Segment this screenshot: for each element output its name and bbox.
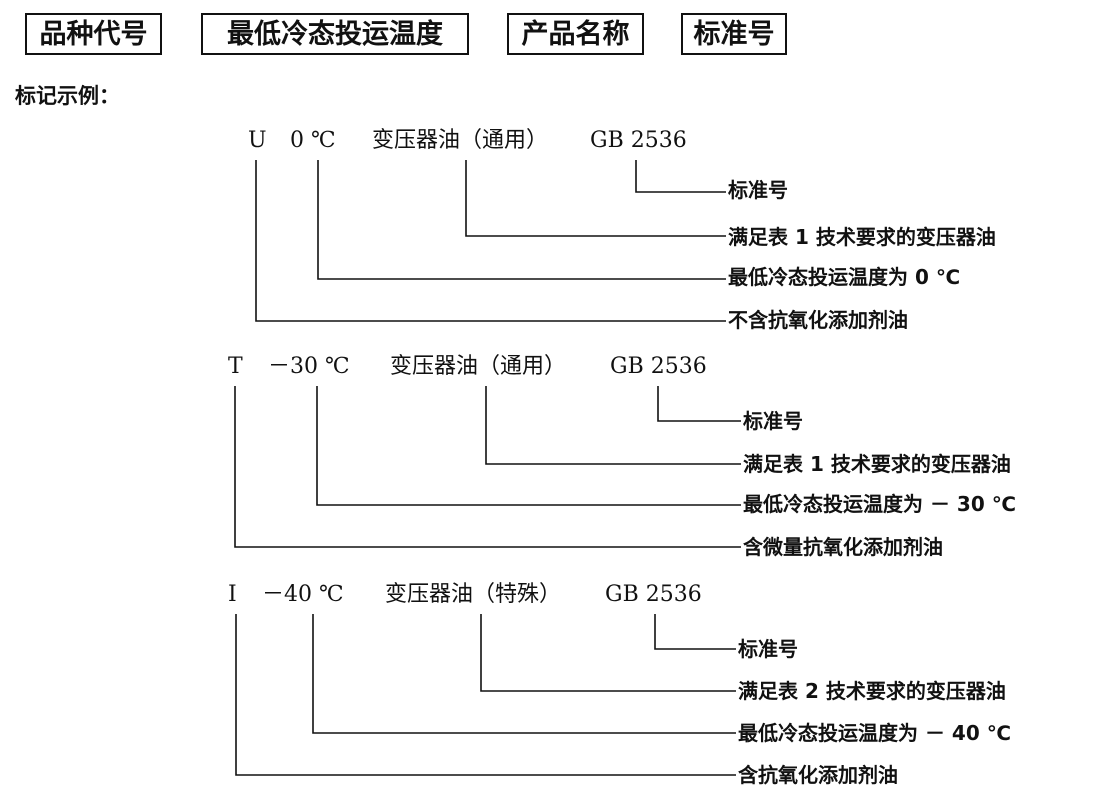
header-box-variety-code: 品种代号	[25, 13, 162, 55]
temp-label: 0 ℃	[290, 128, 336, 153]
connector-temperature	[312, 614, 736, 734]
header-box-product-name: 产品名称	[507, 13, 644, 55]
description-standard: 标准号	[738, 637, 798, 661]
standard-label: GB 2536	[610, 354, 707, 379]
connector-standard	[654, 614, 736, 650]
description-variety: 含微量抗氧化添加剂油	[743, 535, 943, 559]
code-label: U	[248, 128, 267, 153]
connector-temperature	[316, 386, 741, 506]
description-variety: 不含抗氧化添加剂油	[728, 308, 908, 332]
description-temperature: 最低冷态投运温度为 － 40 ℃	[738, 721, 1011, 745]
description-product: 满足表 1 技术要求的变压器油	[743, 452, 1011, 476]
intro-label: 标记示例：	[15, 84, 120, 108]
temp-label: －30 ℃	[268, 354, 350, 379]
description-variety: 含抗氧化添加剂油	[738, 763, 898, 787]
description-standard: 标准号	[743, 409, 803, 433]
product-label: 变压器油（通用）	[372, 128, 549, 153]
code-label: I	[228, 582, 237, 607]
standard-label: GB 2536	[605, 582, 702, 607]
connector-variety	[255, 160, 726, 322]
code-label: T	[228, 354, 243, 379]
description-standard: 标准号	[728, 178, 788, 202]
description-product: 满足表 2 技术要求的变压器油	[738, 679, 1006, 703]
connector-product	[465, 160, 726, 237]
temp-label: －40 ℃	[262, 582, 344, 607]
standard-label: GB 2536	[590, 128, 687, 153]
connector-product	[485, 386, 741, 465]
connector-variety	[235, 614, 736, 776]
description-temperature: 最低冷态投运温度为 － 30 ℃	[743, 492, 1016, 516]
connector-standard	[657, 386, 741, 422]
description-temperature: 最低冷态投运温度为 0 ℃	[728, 265, 961, 289]
connector-standard	[635, 160, 726, 193]
product-label: 变压器油（通用）	[390, 354, 567, 379]
connector-temperature	[317, 160, 726, 280]
header-box-standard-number: 标准号	[681, 13, 787, 55]
header-box-min-cold-start-temp: 最低冷态投运温度	[201, 13, 469, 55]
connector-variety	[234, 386, 741, 548]
description-product: 满足表 1 技术要求的变压器油	[728, 225, 996, 249]
product-label: 变压器油（特殊）	[385, 582, 562, 607]
connector-product	[480, 614, 736, 692]
